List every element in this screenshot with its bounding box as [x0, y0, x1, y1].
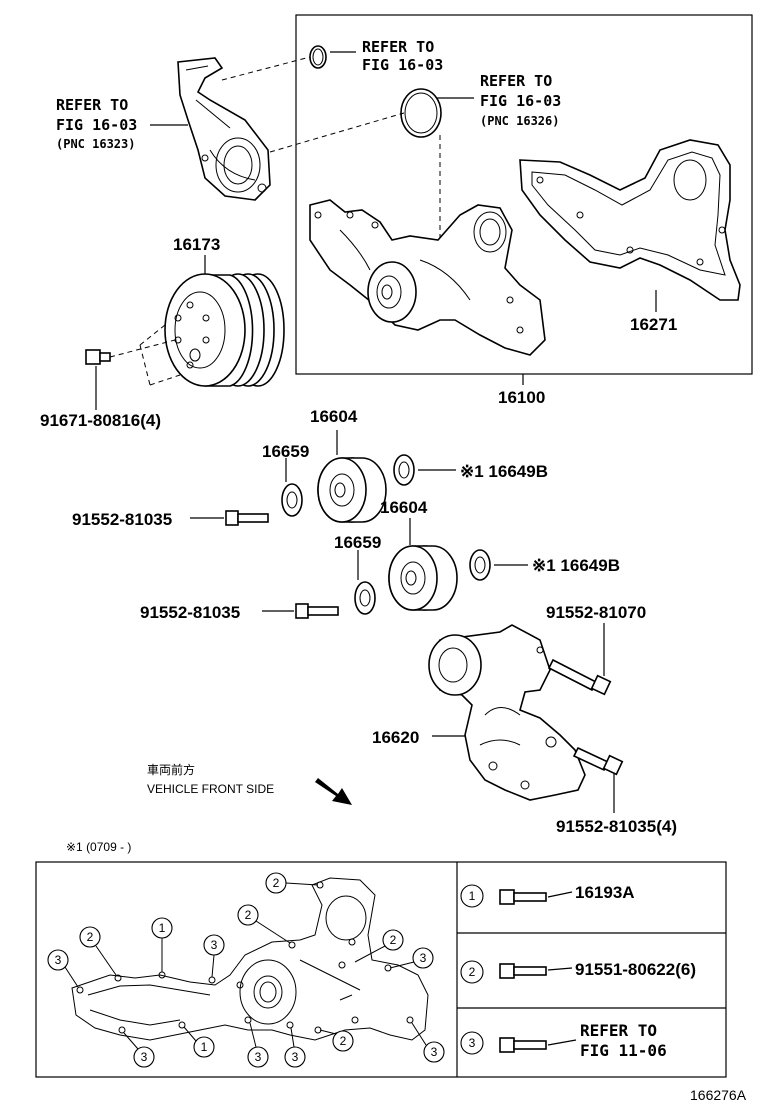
legend-row-2: 2 91551-80622(6) [460, 960, 696, 984]
refer-label-left: REFER TO FIG 16-03 [56, 96, 137, 134]
label-91671: 91671-80816(4) [40, 411, 161, 430]
bolt-91552-upper [225, 510, 269, 526]
bolt-91552-4 [572, 746, 624, 776]
idler-pulley-upper [317, 457, 387, 523]
washer-16659-lower [354, 581, 376, 615]
label-16659-b: 16659 [334, 533, 381, 552]
callout-3: 3 [389, 947, 434, 969]
svg-text:2: 2 [245, 908, 252, 922]
svg-text:2: 2 [87, 930, 94, 944]
svg-text:1: 1 [159, 921, 166, 935]
callouts: 2 2 1 2 3 3 2 3 3 1 3 3 2 3 [47, 872, 445, 1068]
svg-text:2: 2 [469, 965, 476, 979]
svg-text:3: 3 [469, 1036, 476, 1050]
refer-label-top-b: REFER TO FIG 16-03 [480, 72, 561, 110]
label-16100: 16100 [498, 388, 545, 407]
water-pump-body [309, 199, 546, 356]
refer-pnc-16326: (PNC 16326) [480, 114, 559, 128]
callout-1: 1 [151, 917, 173, 972]
detail-frame [35, 861, 727, 1078]
label-91552-a: 91552-81035 [72, 510, 172, 529]
callout-2: 2 [319, 1029, 354, 1052]
label-16649b-b: ※1 16649B [532, 556, 620, 575]
svg-text:1: 1 [201, 1040, 208, 1054]
legend-3-text: REFER TO FIG 11-06 [580, 1021, 667, 1060]
svg-text:3: 3 [255, 1050, 262, 1064]
o-ring-large [400, 88, 442, 138]
svg-text:3: 3 [431, 1045, 438, 1059]
callout-2: 2 [354, 929, 404, 963]
bolt-91552-81070 [547, 658, 612, 696]
bolt-91671 [85, 349, 111, 400]
callout-3: 3 [284, 1027, 306, 1068]
label-16659-a: 16659 [262, 442, 309, 461]
label-91552-81070: 91552-81070 [546, 603, 646, 622]
tensioner-16620 [428, 624, 586, 801]
refer-pnc-16323: (PNC 16323) [56, 137, 135, 151]
footnote: ※1 (0709 - ) [66, 840, 131, 854]
legend-row-1: 1 16193A [460, 883, 635, 908]
assembly-frame [295, 14, 753, 375]
bolt-91552-lower [295, 603, 339, 619]
svg-text:3: 3 [292, 1050, 299, 1064]
callout-3: 3 [123, 1032, 155, 1068]
legend-row-3: 3 REFER TO FIG 11-06 [460, 1021, 667, 1060]
callout-1: 1 [183, 1026, 215, 1058]
washer-16659-upper [281, 483, 303, 517]
vehicle-front-en: VEHICLE FRONT SIDE [147, 782, 274, 796]
label-16173: 16173 [173, 235, 220, 254]
svg-text:2: 2 [390, 933, 397, 947]
cover-16649b-lower [469, 549, 491, 581]
legend-2-text: 91551-80622(6) [575, 960, 696, 979]
cover-16649b-upper [393, 454, 415, 486]
diagram-id: 166276A [690, 1087, 747, 1103]
pulley-16173 [164, 255, 285, 387]
callout-2: 2 [79, 926, 117, 976]
idler-pulley-lower [388, 545, 458, 611]
svg-text:3: 3 [55, 953, 62, 967]
svg-text:1: 1 [469, 889, 476, 903]
legend-1-text: 16193A [575, 883, 635, 902]
label-16604-b: 16604 [380, 498, 428, 517]
label-16604-a: 16604 [310, 407, 358, 426]
vehicle-front-arrow [315, 778, 352, 805]
svg-text:2: 2 [340, 1034, 347, 1048]
water-inlet-housing [177, 57, 271, 201]
svg-text:3: 3 [420, 951, 427, 965]
label-16620: 16620 [372, 728, 419, 747]
svg-text:2: 2 [273, 876, 280, 890]
gasket-16271 [519, 139, 741, 301]
callout-3: 3 [247, 1022, 269, 1068]
vehicle-front-jp: 車両前方 [147, 762, 195, 777]
refer-label-top-a: REFER TO FIG 16-03 [362, 38, 443, 74]
callout-3: 3 [203, 934, 225, 978]
callout-3: 3 [411, 1022, 445, 1063]
callout-3: 3 [47, 949, 79, 988]
detail-pump-outline [71, 877, 429, 1041]
callout-2: 2 [237, 904, 291, 944]
label-91552-4: 91552-81035(4) [556, 817, 677, 836]
callout-2: 2 [265, 872, 319, 894]
label-91552-b: 91552-81035 [140, 603, 240, 622]
svg-text:3: 3 [141, 1050, 148, 1064]
label-16271: 16271 [630, 315, 677, 334]
svg-text:3: 3 [211, 938, 218, 952]
label-16649b-a: ※1 16649B [460, 462, 548, 481]
